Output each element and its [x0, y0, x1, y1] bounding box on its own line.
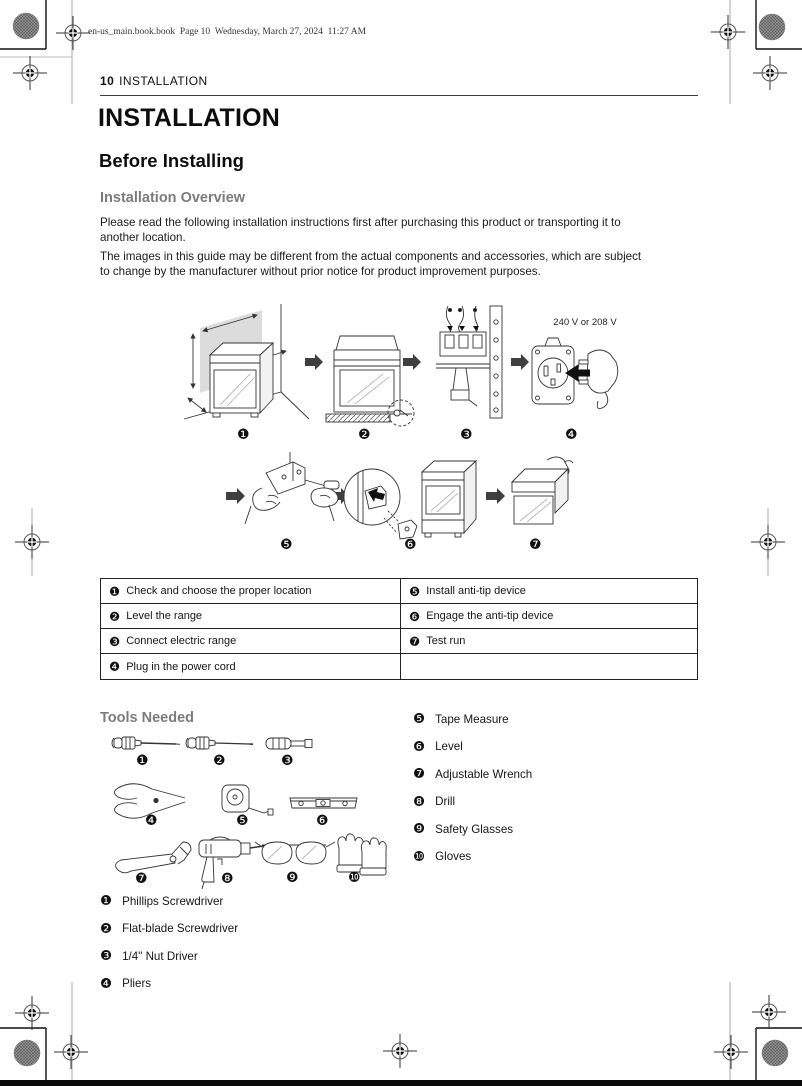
tape-measure-icon — [221, 784, 274, 816]
step-badge-2: ❷ — [358, 427, 371, 443]
tool-badge-8: ❽ — [221, 871, 234, 887]
intro-line-2: another location. — [100, 231, 186, 244]
disclaimer-line-2: to change by the manufacturer without pr… — [100, 265, 541, 278]
step4-plug-in-illustration — [531, 337, 619, 409]
pliers-icon — [114, 783, 186, 819]
tool-badge-1: ❶ — [136, 753, 149, 769]
step3-connect-electric-illustration — [436, 305, 503, 419]
tool-badge-7: ❼ — [135, 871, 148, 887]
step-badge-7: ❼ — [529, 537, 542, 553]
tool-badge-9: ❾ — [286, 870, 299, 886]
tool-badge-2: ❷ — [213, 753, 226, 769]
tool-badge-3: ❸ — [281, 753, 294, 769]
step-badge-4: ❹ — [565, 427, 578, 443]
intro-line-1: Please read the following installation i… — [100, 216, 621, 229]
tool-badge-6: ❻ — [316, 813, 329, 829]
step-badge-6: ❻ — [404, 537, 417, 553]
voltage-label: 240 V or 208 V — [553, 317, 617, 328]
flat-blade-screwdriver-icon — [185, 736, 254, 750]
tools-heading: Tools Needed — [100, 710, 194, 726]
running-head-section: INSTALLATION — [119, 74, 208, 88]
tool-badge-4: ❹ — [145, 813, 158, 829]
running-head: 10 INSTALLATION — [100, 74, 208, 88]
page-number: 10 — [100, 74, 115, 88]
tool-badge-5: ❺ — [236, 813, 249, 829]
gloves-icon — [336, 833, 387, 876]
level-icon — [289, 797, 358, 809]
step1-check-location-illustration — [183, 304, 310, 420]
intro-paragraph: Please read the following installation i… — [100, 215, 700, 245]
tool-badge-10: ❿ — [348, 870, 361, 886]
nut-driver-icon — [265, 737, 313, 750]
subsection-title: Installation Overview — [100, 190, 246, 206]
tools-illustrations — [111, 736, 387, 890]
print-banner: en-us_main.book.book Page 10 Wednesday, … — [88, 27, 367, 37]
step-badge-5: ❺ — [280, 537, 293, 553]
disclaimer-paragraph: The images in this guide may be differen… — [100, 249, 700, 279]
step2-level-range-illustration — [325, 335, 415, 427]
print-bottom-bar — [0, 1080, 802, 1086]
safety-glasses-icon — [254, 841, 336, 865]
step7-test-run-illustration — [510, 456, 574, 525]
phillips-screwdriver-icon — [111, 736, 181, 750]
step6-engage-antitip-illustration — [343, 459, 478, 540]
step5-install-antitip-illustration — [244, 452, 340, 525]
page-title: INSTALLATION — [98, 104, 281, 132]
disclaimer-line-1: The images in this guide may be differen… — [100, 250, 642, 263]
header-rule — [100, 95, 698, 96]
step-badge-1: ❶ — [237, 427, 250, 443]
section-title: Before Installing — [99, 150, 244, 171]
table-cell-empty — [401, 654, 697, 679]
installation-overview-diagram — [183, 304, 619, 540]
adjustable-wrench-icon — [115, 841, 192, 874]
step-badge-3: ❸ — [460, 427, 473, 443]
